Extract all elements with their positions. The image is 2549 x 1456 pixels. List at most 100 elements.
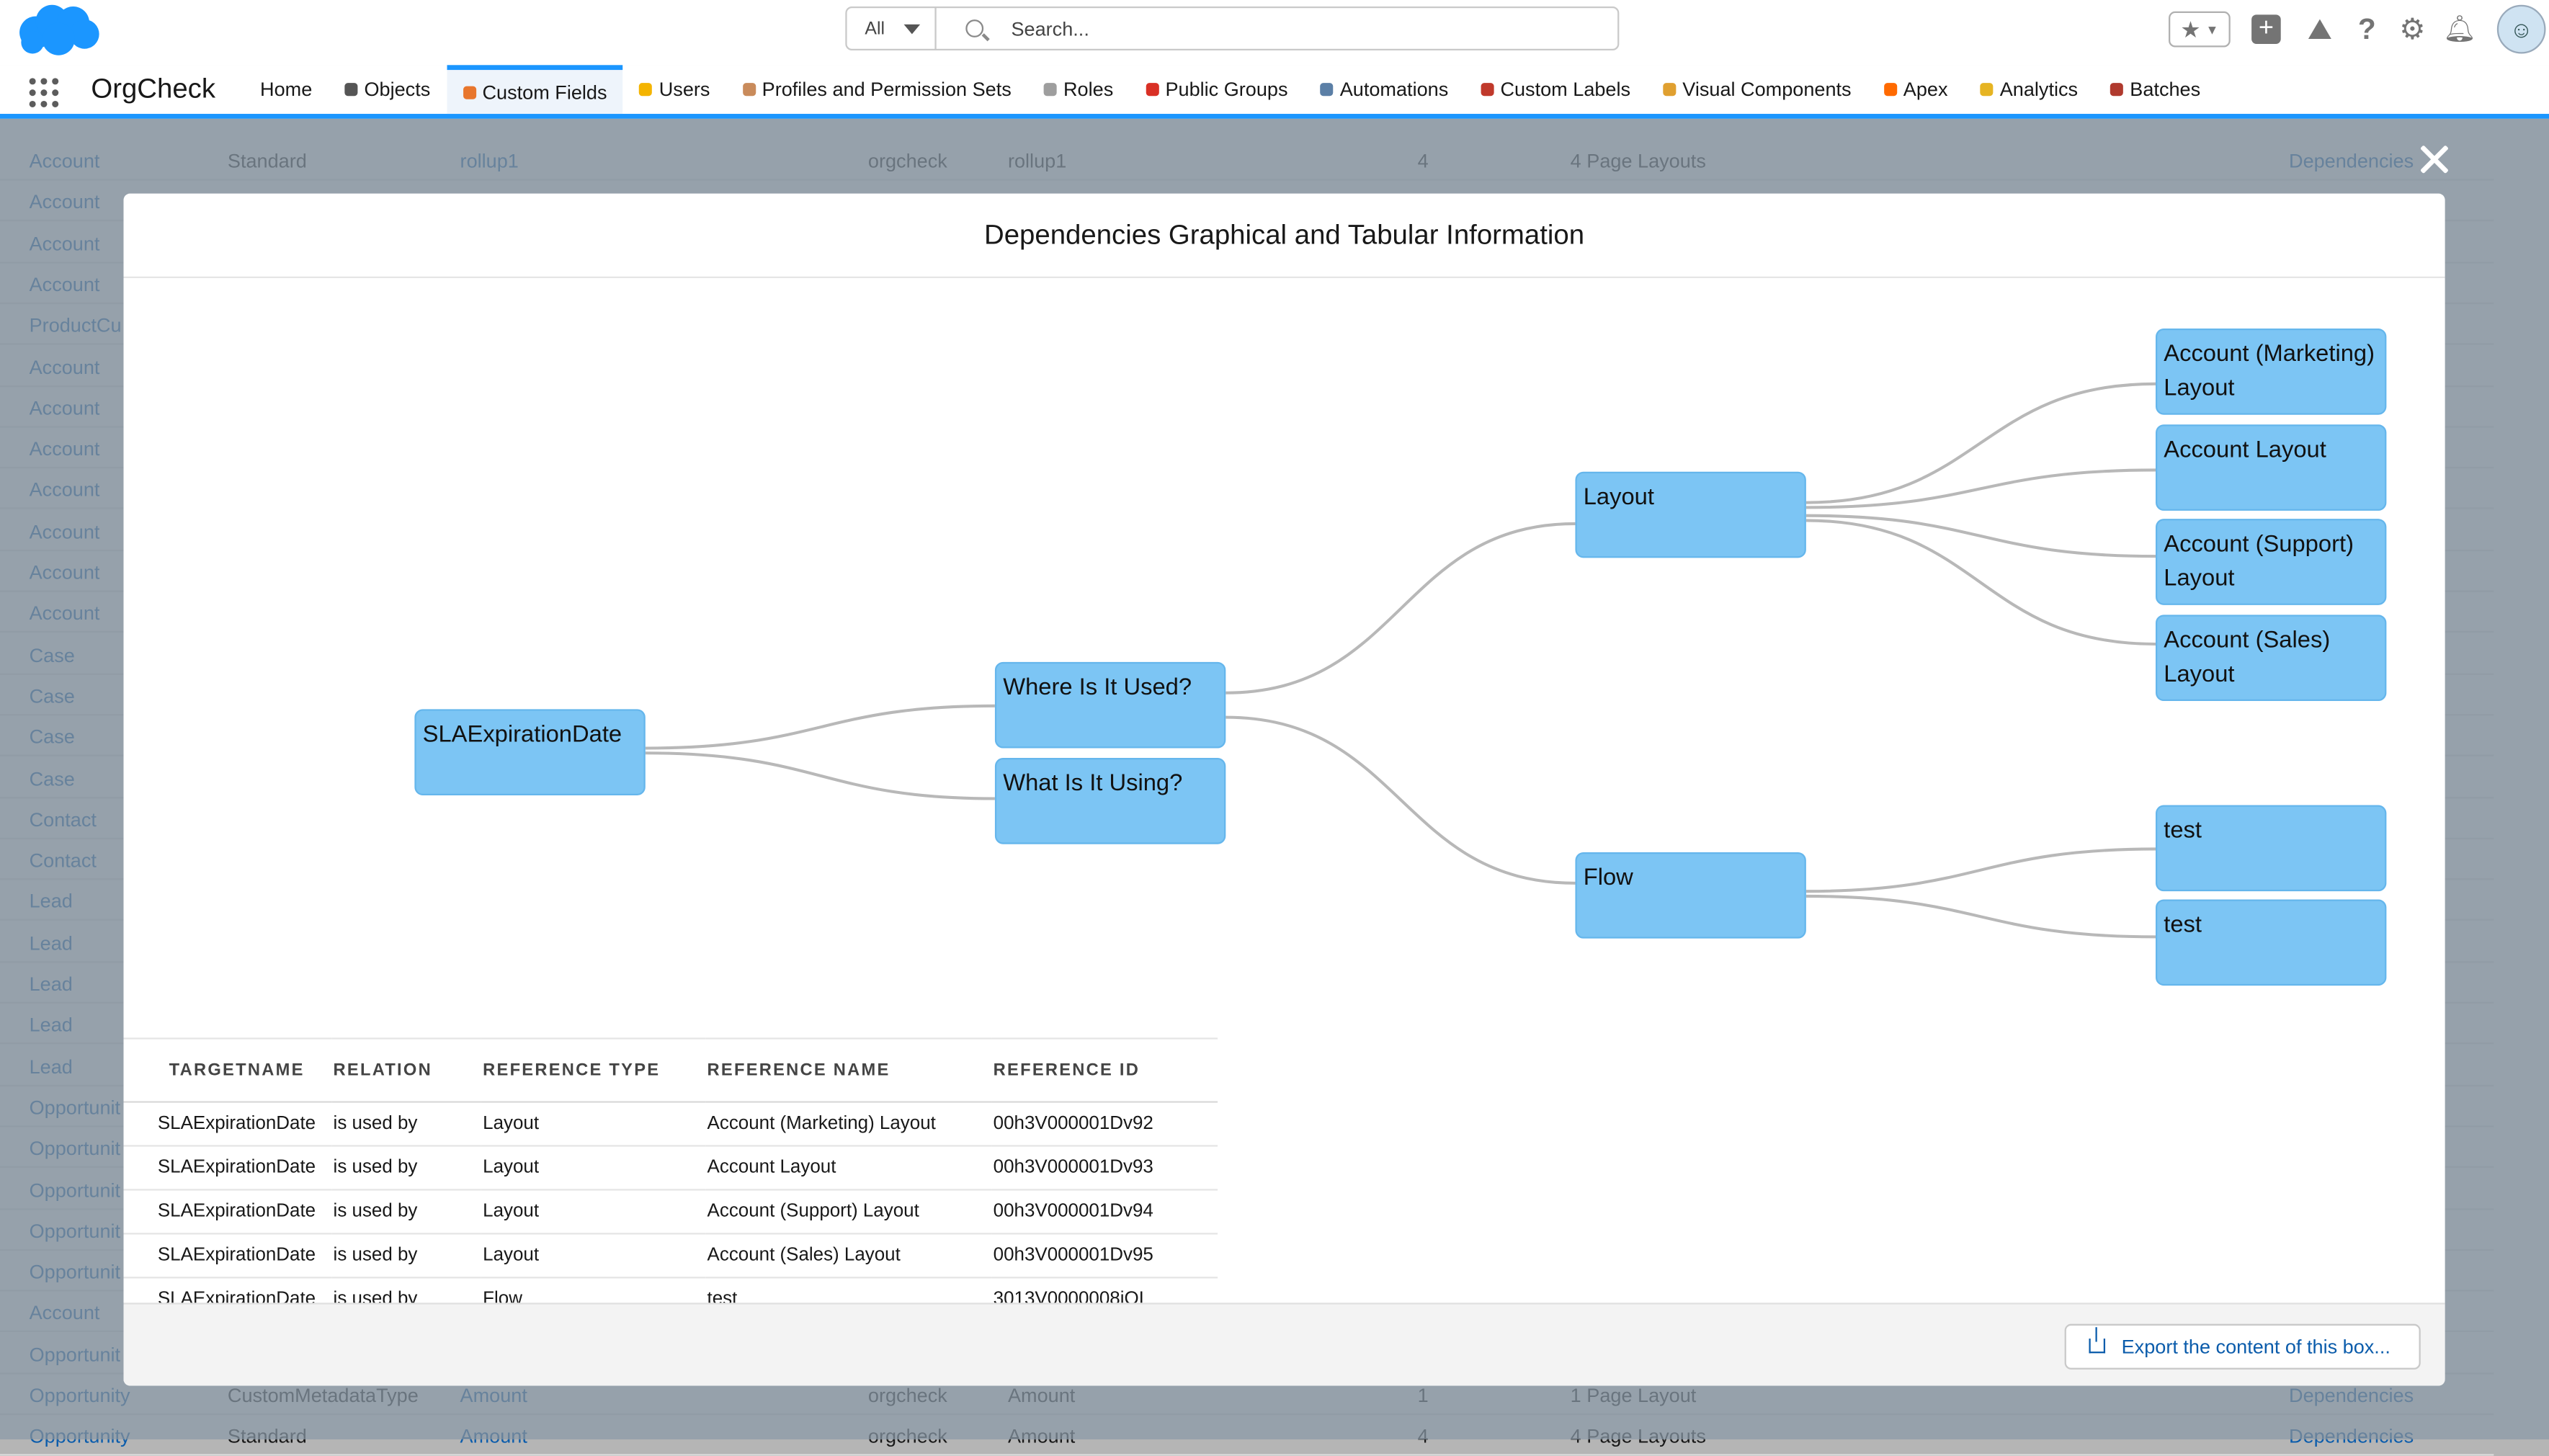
table-cell: Layout xyxy=(481,1145,706,1191)
nav-tab-objects[interactable]: Objects xyxy=(329,65,447,114)
export-button[interactable]: Export the content of this box... xyxy=(2064,1323,2421,1370)
search-scope-value: All xyxy=(865,18,885,39)
graph-node-leaf[interactable]: Account Layout xyxy=(2155,424,2387,511)
user-avatar-icon: ☺ xyxy=(2509,16,2533,43)
link-root-used xyxy=(645,704,995,750)
nav-tab-label: Apex xyxy=(1903,78,1948,101)
global-search-input[interactable]: Search... xyxy=(934,6,1620,50)
tab-emoji-icon xyxy=(742,83,756,97)
graph-node-leaf[interactable]: Account (Marketing) Layout xyxy=(2155,329,2387,415)
table-header-row: TARGETNAME RELATION REFERENCE TYPE REFER… xyxy=(123,1037,1218,1103)
table-cell: Layout xyxy=(481,1102,706,1147)
app-launcher-icon[interactable] xyxy=(29,78,59,108)
table-cell: 00h3V000001Dv95 xyxy=(991,1233,1218,1279)
graph-node-leaf[interactable]: Account (Support) Layout xyxy=(2155,519,2387,605)
nav-tab-label: Custom Labels xyxy=(1500,78,1631,101)
nav-tab-home[interactable]: Home xyxy=(244,65,328,114)
setup-button[interactable]: ⚙ xyxy=(2395,10,2431,49)
global-actions-button[interactable]: + xyxy=(2249,10,2285,49)
link-flow-leaf6 xyxy=(1805,894,2156,939)
nav-tab-users[interactable]: Users xyxy=(623,65,726,114)
nav-tab-custom-fields[interactable]: Custom Fields xyxy=(446,65,624,115)
tab-emoji-icon xyxy=(463,85,476,99)
table-cell: SLAExpirationDate xyxy=(123,1189,332,1235)
gear-icon: ⚙ xyxy=(2399,12,2426,45)
nav-tab-label: Objects xyxy=(364,78,431,101)
favorites-button[interactable]: ★ ▼ xyxy=(2169,11,2231,48)
dependencies-modal: Dependencies Graphical and Tabular Infor… xyxy=(123,193,2445,1386)
nav-tab-label: Batches xyxy=(2130,78,2201,101)
download-icon xyxy=(2089,1327,2106,1354)
table-cell: Layout xyxy=(481,1233,706,1279)
graph-node-root[interactable]: SLAExpirationDate xyxy=(414,709,646,795)
nav-tab-label: Custom Fields xyxy=(482,80,607,104)
chevron-down-icon xyxy=(903,24,921,35)
app-nav-bar xyxy=(0,65,2549,119)
table-cell: 00h3V000001Dv92 xyxy=(991,1102,1218,1147)
link-used-layout xyxy=(1226,522,1576,694)
column-header-targetname: TARGETNAME xyxy=(123,1037,332,1103)
nav-tab-analytics[interactable]: Analytics xyxy=(1964,65,2094,114)
graph-node-flow[interactable]: Flow xyxy=(1575,852,1806,939)
modal-title: Dependencies Graphical and Tabular Infor… xyxy=(123,194,2445,279)
graph-node-leaf[interactable]: test xyxy=(2155,899,2387,986)
link-layout-leaf4 xyxy=(1805,519,2156,646)
link-used-flow xyxy=(1226,715,1576,885)
search-icon xyxy=(965,19,984,37)
nav-tab-label: Home xyxy=(260,78,313,101)
global-header: All Search... ★ ▼ + ⛰ ? ⚙ 🔔︎ ☺ xyxy=(0,0,2549,66)
table-cell: 00h3V000001Dv94 xyxy=(991,1189,1218,1235)
graph-node-leaf[interactable]: Account (Sales) Layout xyxy=(2155,615,2387,702)
trailhead-icon: ⛰ xyxy=(2307,12,2332,45)
dependency-graph: SLAExpirationDate Where Is It Used? What… xyxy=(123,278,2445,1026)
nav-tab-custom-labels[interactable]: Custom Labels xyxy=(1465,65,1647,114)
close-icon[interactable] xyxy=(2416,141,2452,177)
help-button[interactable]: ? xyxy=(2349,10,2385,49)
export-button-label: Export the content of this box... xyxy=(2121,1335,2390,1359)
help-icon: ? xyxy=(2357,12,2376,45)
bell-icon: 🔔︎ xyxy=(2443,16,2476,44)
nav-tab-label: Users xyxy=(659,78,710,101)
nav-tab-visual-components[interactable]: Visual Components xyxy=(1647,65,1868,114)
tab-emoji-icon xyxy=(1043,83,1057,97)
table-cell: SLAExpirationDate xyxy=(123,1145,332,1191)
tab-emoji-icon xyxy=(1883,83,1897,97)
table-cell: SLAExpirationDate xyxy=(123,1102,332,1147)
salesforce-logo-icon[interactable] xyxy=(13,4,101,59)
nav-tab-roles[interactable]: Roles xyxy=(1027,65,1129,114)
tab-emoji-icon xyxy=(639,83,653,97)
notifications-button[interactable]: 🔔︎ xyxy=(2442,10,2478,49)
nav-tab-profiles-and-permission-sets[interactable]: Profiles and Permission Sets xyxy=(726,65,1027,114)
star-icon: ★ xyxy=(2180,15,2201,42)
tab-emoji-icon xyxy=(1980,83,1994,97)
link-layout-leaf1 xyxy=(1805,382,2156,504)
chevron-down-icon: ▼ xyxy=(2205,22,2219,37)
nav-tab-batches[interactable]: Batches xyxy=(2094,65,2217,114)
graph-node-where-used[interactable]: Where Is It Used? xyxy=(994,661,1226,749)
tab-emoji-icon xyxy=(344,83,358,97)
graph-node-what-using[interactable]: What Is It Using? xyxy=(994,758,1226,844)
nav-tab-label: Automations xyxy=(1339,78,1449,101)
nav-tab-label: Public Groups xyxy=(1165,78,1288,101)
dependencies-table: TARGETNAME RELATION REFERENCE TYPE REFER… xyxy=(123,1037,1218,1323)
avatar[interactable]: ☺ xyxy=(2496,4,2546,54)
nav-tab-label: Visual Components xyxy=(1682,78,1852,101)
graph-node-layout[interactable]: Layout xyxy=(1575,471,1806,558)
nav-tab-apex[interactable]: Apex xyxy=(1867,65,1964,114)
search-scope-select[interactable]: All xyxy=(845,6,937,50)
trailhead-button[interactable]: ⛰ xyxy=(2302,10,2338,49)
table-cell: Account (Marketing) Layout xyxy=(705,1102,992,1147)
table-cell: is used by xyxy=(331,1189,481,1235)
nav-tab-automations[interactable]: Automations xyxy=(1304,65,1465,114)
column-header-reference-name: REFERENCE NAME xyxy=(705,1037,992,1103)
table-cell: is used by xyxy=(331,1233,481,1279)
table-cell: is used by xyxy=(331,1102,481,1147)
graph-node-leaf[interactable]: test xyxy=(2155,805,2387,892)
link-layout-leaf3 xyxy=(1805,514,2156,558)
nav-tab-public-groups[interactable]: Public Groups xyxy=(1130,65,1304,114)
column-header-relation: RELATION xyxy=(331,1037,481,1103)
tab-emoji-icon xyxy=(1320,83,1334,97)
